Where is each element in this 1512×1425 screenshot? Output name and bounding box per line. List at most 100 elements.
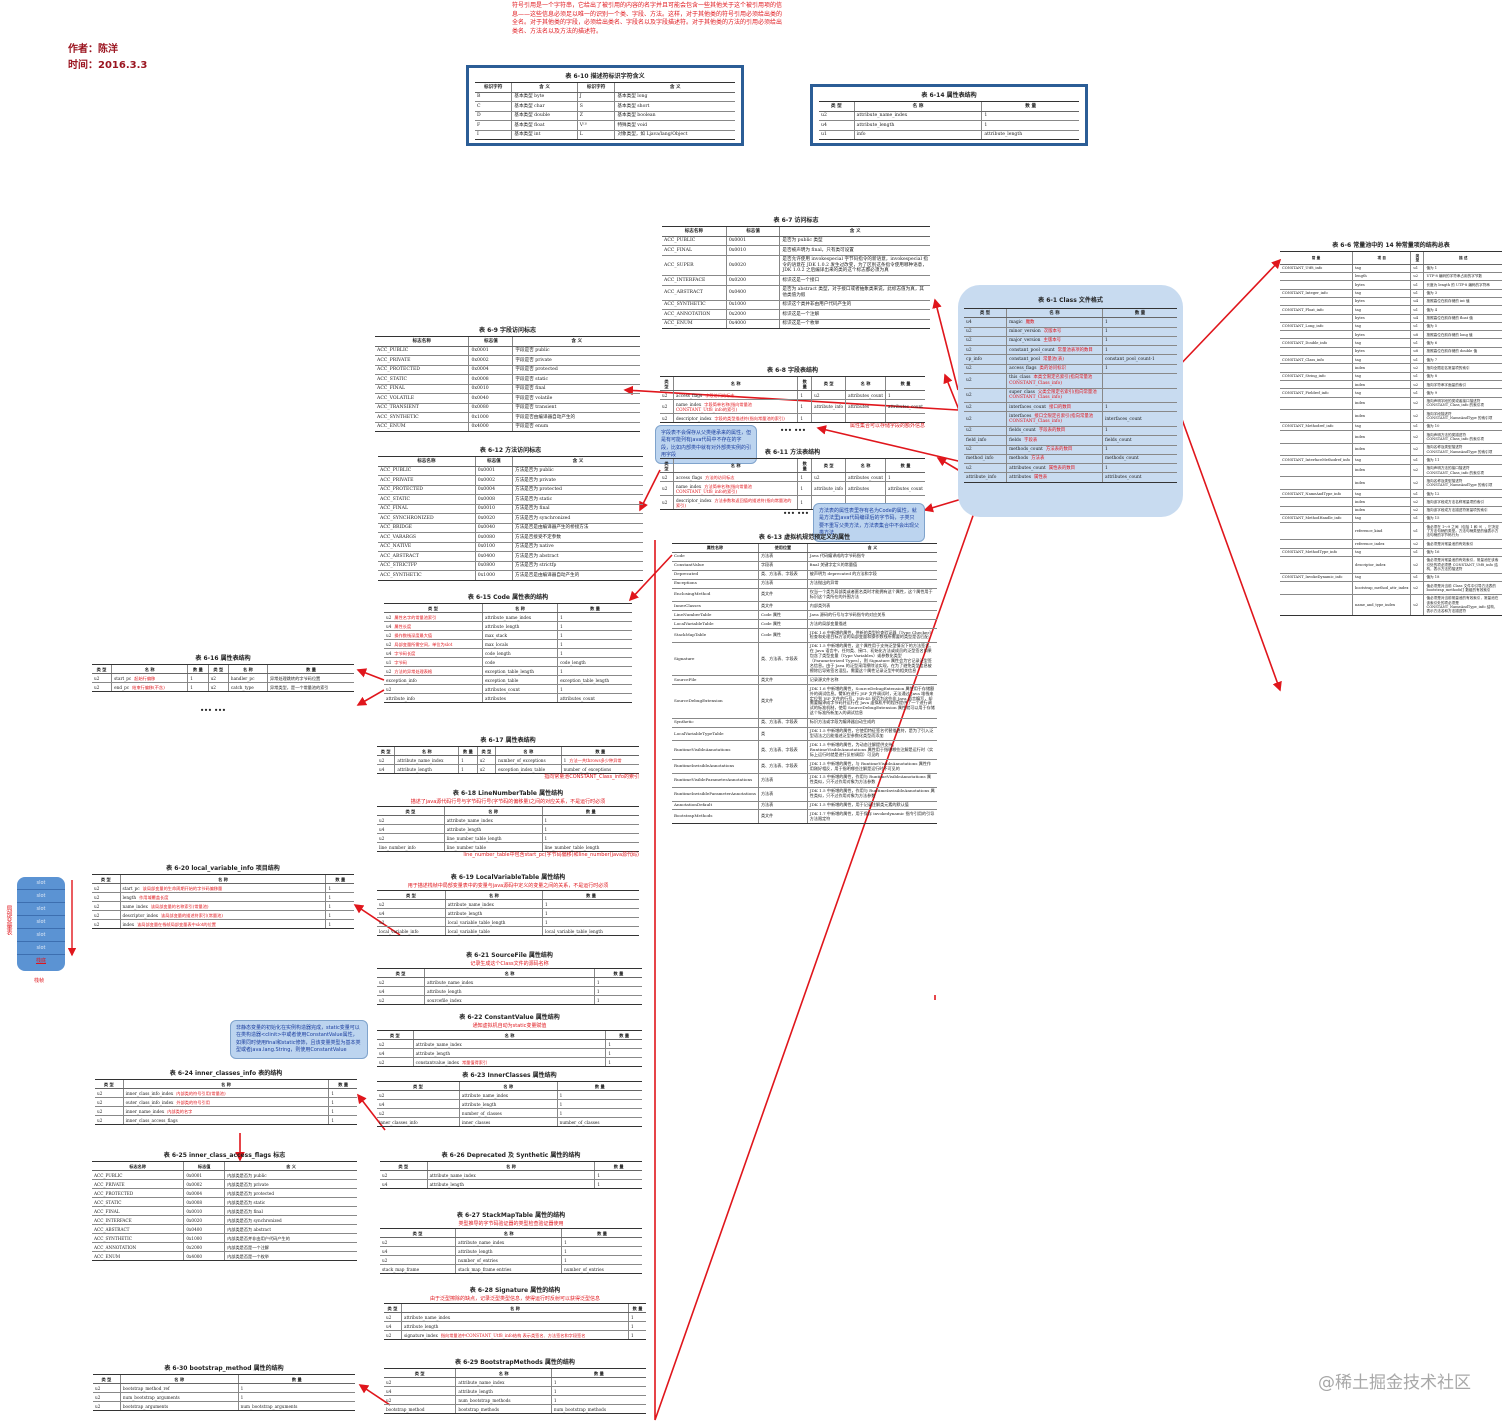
table-cell: 值必须是对当前常量池的有效索引，常量池在该索引处的项必须是 CONSTANT_N… xyxy=(1423,594,1502,616)
table-cell: 标识这是一个接口 xyxy=(779,275,930,286)
cell-value: u1 xyxy=(1413,390,1418,395)
cell-value: attribute_info xyxy=(814,486,844,492)
table-cell: u2 xyxy=(93,1383,121,1394)
table-cell: u4 xyxy=(377,824,445,835)
cell-value: u2 xyxy=(1413,468,1418,473)
table-cell: 方法是否为 static xyxy=(511,494,643,505)
table-cell: 方法表 xyxy=(757,787,808,802)
table-cell: CONSTANT_Fieldref_info xyxy=(1280,388,1353,398)
cell-value: 0x0008 xyxy=(471,376,489,382)
table-cell: ACC_PRIVATE xyxy=(92,1179,184,1190)
table-cell: 类 xyxy=(757,727,808,742)
cell-value: 按照高位在前存储的 int 值 xyxy=(1426,299,1470,304)
cell-value: u2 xyxy=(379,1041,385,1047)
cell-value: 1 xyxy=(190,675,193,681)
cell-value: 字段是否 volatile xyxy=(515,395,553,401)
table-cell xyxy=(1280,497,1353,507)
cell-value: 方法是否为 native xyxy=(514,544,554,549)
table-cell: 内部类是否是一个注解 xyxy=(224,1242,357,1253)
cell-value: 是否为 public 类型 xyxy=(782,238,823,243)
col-header: 类 型 xyxy=(476,745,496,757)
cell-value: u2 xyxy=(94,684,100,690)
table-cell: 0x2000 xyxy=(725,309,780,320)
table-cell: ACC_PROTECTED xyxy=(375,365,469,375)
table-cell: u2 xyxy=(377,1039,414,1050)
table-cell: u2 xyxy=(1410,272,1424,282)
table-cell: u2 xyxy=(377,977,425,988)
table-cell: index xyxy=(1352,506,1411,515)
cell-value: ACC_FINAL xyxy=(380,506,409,511)
table-cell: 1 xyxy=(628,1330,646,1341)
col-header: 名 称 xyxy=(672,375,798,392)
table-cell: 内部类列表 xyxy=(806,601,937,612)
table-cell: 1 xyxy=(628,1321,646,1332)
cell-value: attribute_length xyxy=(403,1323,439,1329)
cell-value: 1 xyxy=(560,623,563,629)
cell-value: 0x1000 xyxy=(728,302,747,307)
table-title: 表 6-22 ConstantValue 属性结构 xyxy=(459,1014,560,1021)
table-cell: u2 xyxy=(384,1330,402,1341)
table-cell: u1 xyxy=(1410,514,1424,524)
table-cell: RuntimeVisibleAnnotations xyxy=(672,740,759,761)
cell-value: ACC_PRIVATE xyxy=(94,1181,125,1187)
cell-value: u1 xyxy=(1413,307,1418,312)
table-cell: LocalVariableTypeTable xyxy=(672,727,759,742)
cell-value: methods xyxy=(1009,456,1029,462)
cell-value: 0x0001 xyxy=(471,348,489,353)
cell-value: UTF-8 编码的字符串占用的字节数 xyxy=(1426,274,1482,279)
table-6-28-signature: 表 6-28 Signature 属性的结构 由于泛型擦除的缺点，记录泛型类型信… xyxy=(384,1285,646,1341)
table-cell: sourcefile_index xyxy=(424,995,595,1006)
cell-value: ACC_ENUM xyxy=(664,321,693,326)
table-cell xyxy=(1280,443,1353,457)
table-cell xyxy=(811,413,846,424)
table-cell: bytes xyxy=(1352,297,1411,307)
cell-value: attribute_name_index xyxy=(427,979,474,985)
col-header: 名 称 xyxy=(412,1029,606,1041)
table-cell: 0x0040 xyxy=(474,523,513,533)
date-label: 时间：2016.3.3 xyxy=(68,60,148,71)
cell-value: attribute_name_index xyxy=(458,1239,505,1245)
cell-value: 0x0010 xyxy=(477,506,496,511)
table-cell: attributes_count xyxy=(845,390,886,401)
table-cell: 0x0020 xyxy=(725,255,780,276)
cell-value: field_info xyxy=(966,437,987,443)
cell-value: bytes xyxy=(1355,332,1365,337)
table-cell: u4 xyxy=(1410,314,1424,323)
col-header: 名 称 xyxy=(1006,307,1103,319)
table-cell: u2 xyxy=(1410,443,1424,457)
table-subtitle: 通知虚拟机自动为static变量赋值 xyxy=(472,1023,547,1029)
table-cell: stack_map_frame entries xyxy=(455,1264,562,1275)
cell-value: ACC_SUPER xyxy=(664,262,694,268)
table-cell: 方法表 xyxy=(757,579,808,589)
table-cell: u2 xyxy=(380,1237,456,1248)
table-cell: u2 xyxy=(92,901,121,912)
table-subtitle: 描述了java源代码行号与字节码行号(字节码的偏移量)之间的对应关系，不是运行时… xyxy=(410,799,606,805)
col-header: 名 称 xyxy=(122,1078,329,1090)
cell-value: u1 xyxy=(1413,357,1418,362)
table-cell: 基本类型 int xyxy=(511,130,578,140)
table-cell: attribute_length xyxy=(455,1246,562,1257)
table-cell: 1 xyxy=(542,917,639,928)
cell-value: ACC_FINAL xyxy=(94,1208,120,1214)
table-cell: bytes xyxy=(1352,314,1411,323)
cell-value: u2 xyxy=(1413,382,1418,387)
table-cell: u4 xyxy=(384,1386,456,1397)
cell-value: u2 xyxy=(386,668,392,674)
col-header: 数 量 xyxy=(328,1078,357,1090)
cell-value: u4 xyxy=(966,319,972,325)
